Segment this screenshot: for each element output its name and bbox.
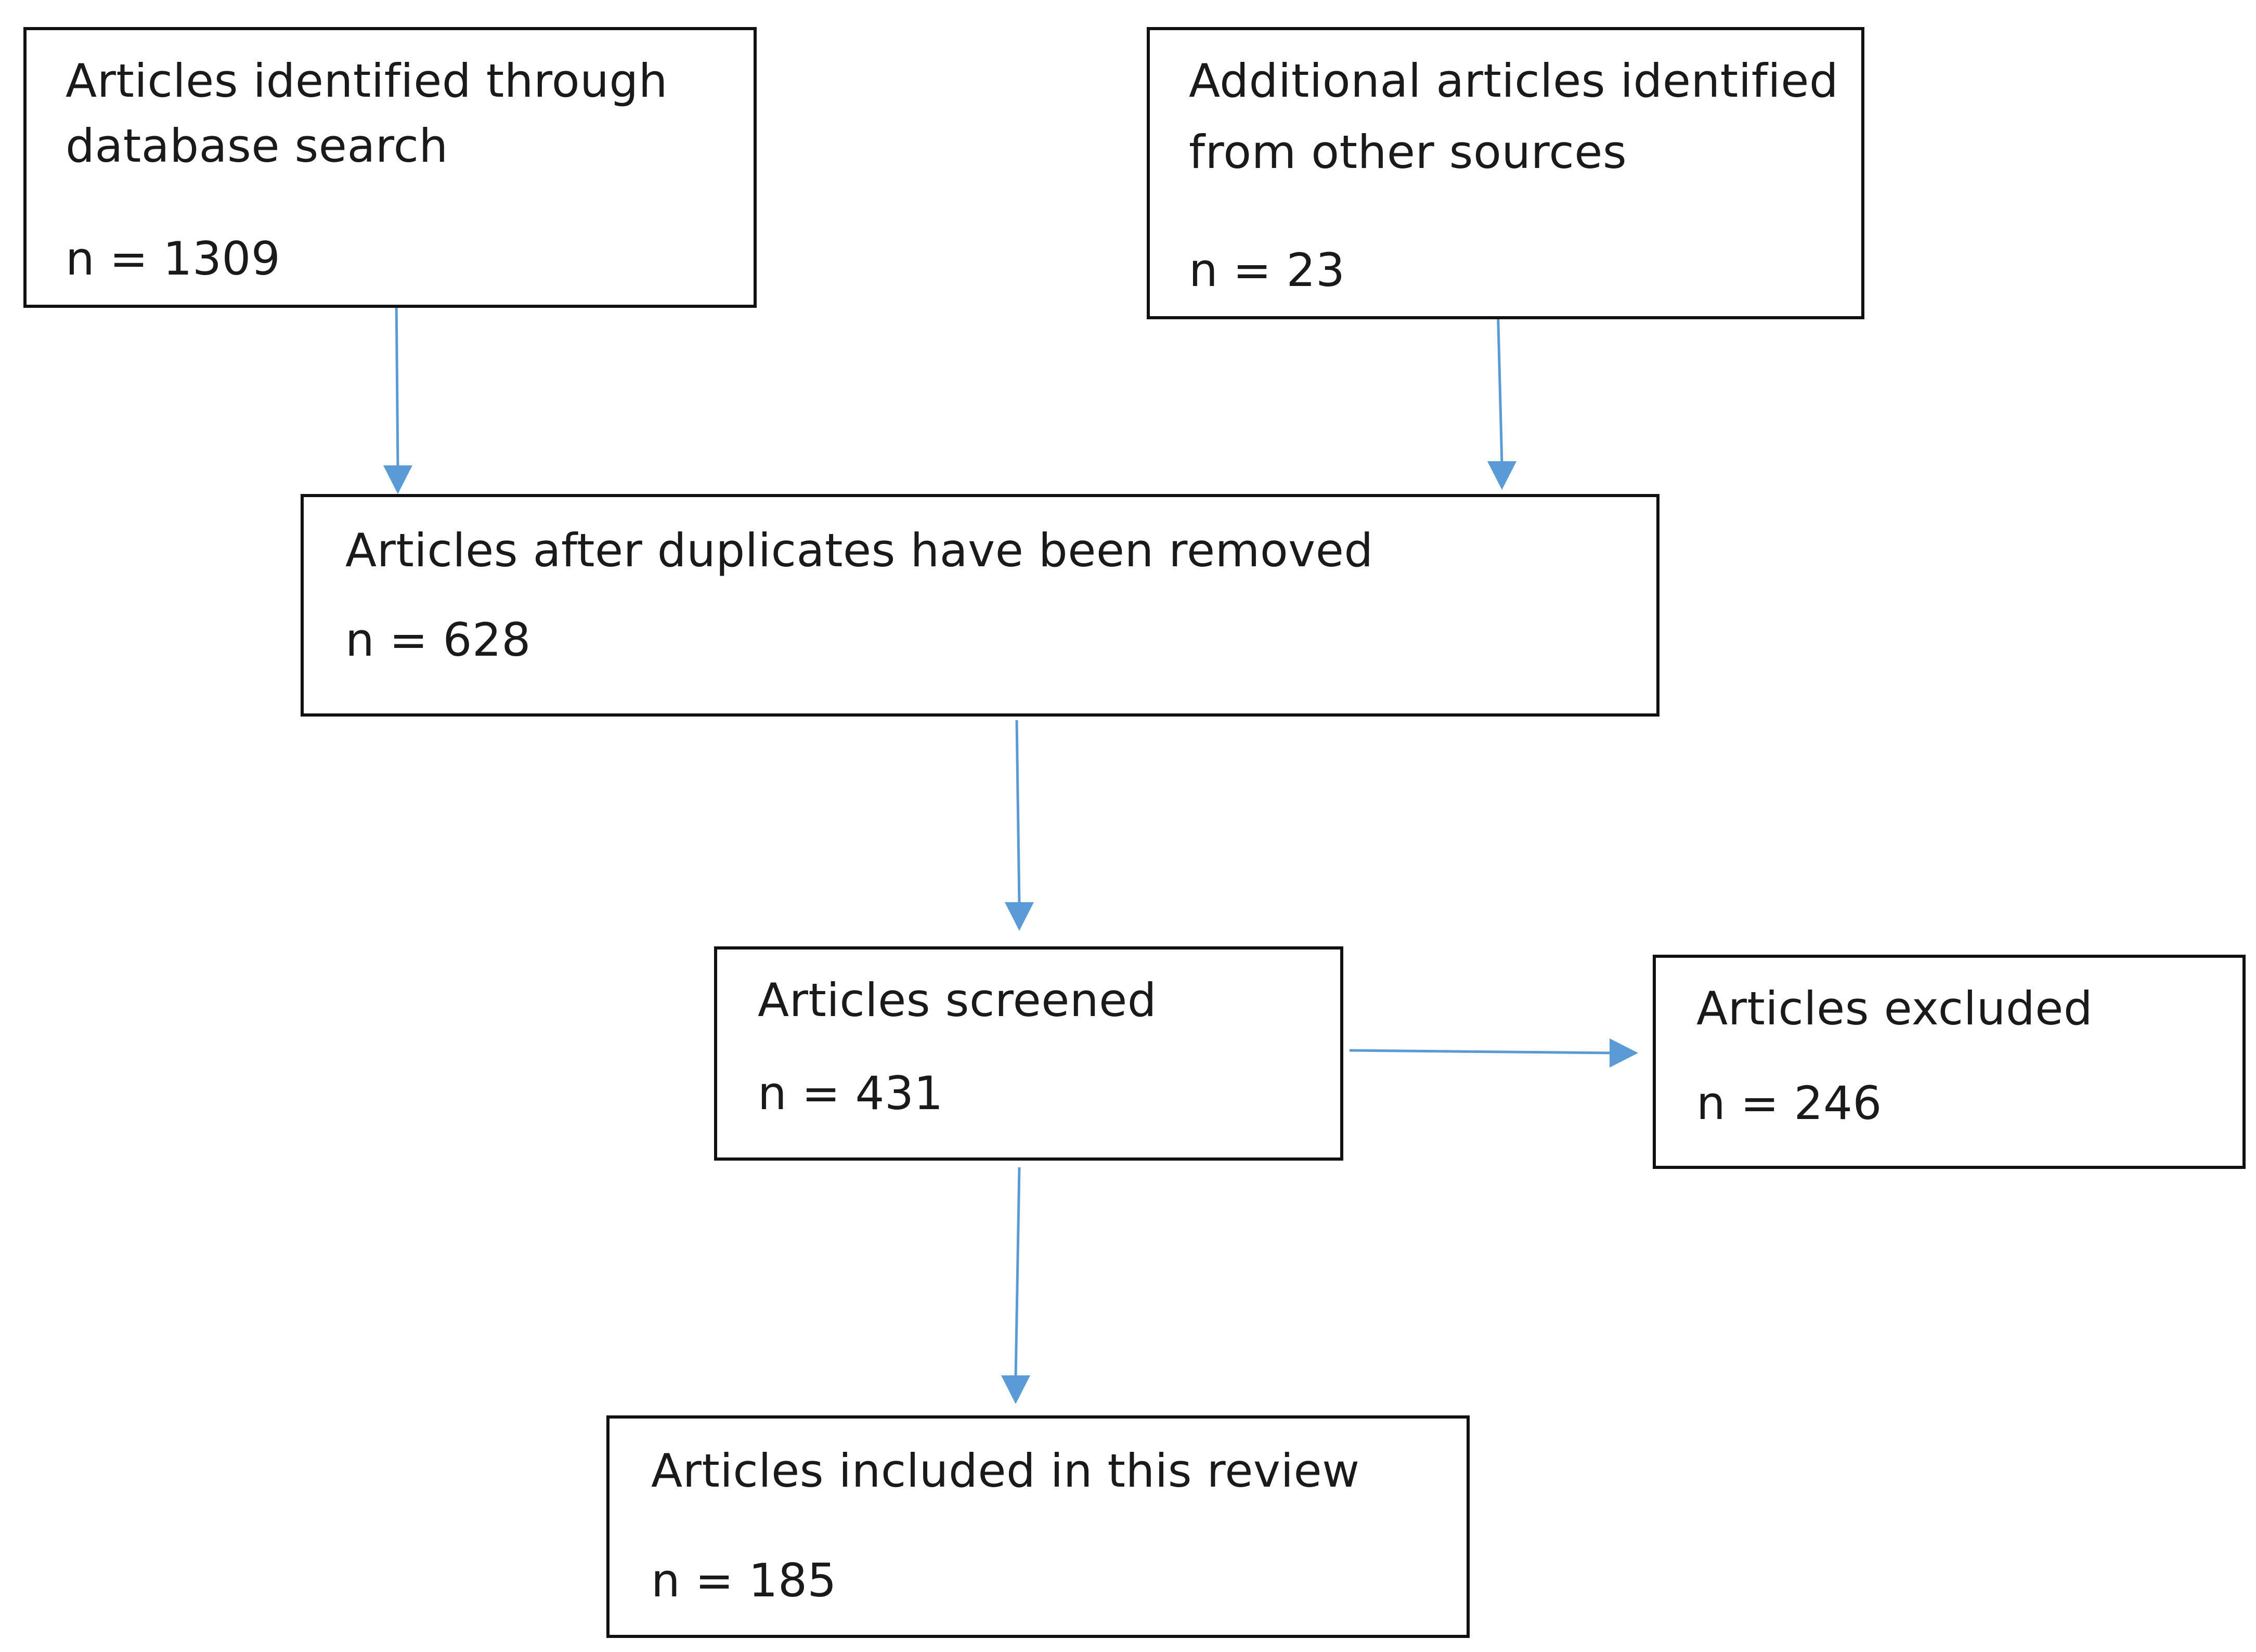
arrow-sources-to-duplicates-line: [1496, 304, 1503, 464]
other-sources-count: n = 23: [1189, 243, 1345, 297]
screened-label: Articles screened: [758, 973, 1157, 1027]
arrow-duplicates-to-screened-head: [1005, 902, 1034, 931]
other-sources-label-line1: Additional articles identified: [1189, 54, 1839, 108]
arrow-duplicates-to-screened-line: [1015, 720, 1021, 905]
database-search-count: n = 1309: [66, 232, 281, 285]
other-sources-label-line2: from other sources: [1189, 125, 1627, 179]
arrow-database-to-duplicates: [383, 293, 412, 494]
arrow-duplicates-to-screened: [1005, 720, 1034, 931]
after-duplicates-label: Articles after duplicates have been remo…: [345, 524, 1373, 577]
included-box: Articles included in this review n = 185: [606, 1415, 1470, 1638]
excluded-label: Articles excluded: [1696, 982, 2093, 1035]
other-sources-box: Additional articles identified from othe…: [1147, 27, 1864, 319]
arrow-screened-to-included-head: [1001, 1375, 1030, 1404]
excluded-box: Articles excluded n = 246: [1653, 955, 2246, 1169]
arrow-screened-to-excluded: [1349, 1038, 1638, 1068]
arrow-database-to-duplicates-line: [395, 293, 399, 469]
screened-count: n = 431: [758, 1066, 943, 1120]
arrow-sources-to-duplicates: [1487, 304, 1516, 490]
arrow-screened-to-included-line: [1014, 1167, 1021, 1378]
screened-box: Articles screened n = 431: [714, 946, 1343, 1161]
arrow-screened-to-included: [1001, 1167, 1030, 1404]
included-label: Articles included in this review: [651, 1444, 1360, 1498]
included-count: n = 185: [651, 1554, 837, 1607]
arrow-database-to-duplicates-head: [383, 465, 412, 494]
excluded-count: n = 246: [1696, 1076, 1882, 1130]
after-duplicates-box: Articles after duplicates have been remo…: [301, 494, 1659, 717]
arrow-screened-to-excluded-line: [1349, 1049, 1613, 1055]
database-search-label-line2: database search: [66, 119, 448, 173]
arrow-sources-to-duplicates-head: [1487, 461, 1516, 490]
database-search-label-line1: Articles identified through: [66, 54, 668, 108]
after-duplicates-count: n = 628: [345, 613, 531, 667]
database-search-box: Articles identified through database sea…: [23, 27, 757, 308]
arrow-screened-to-excluded-head: [1610, 1038, 1638, 1068]
